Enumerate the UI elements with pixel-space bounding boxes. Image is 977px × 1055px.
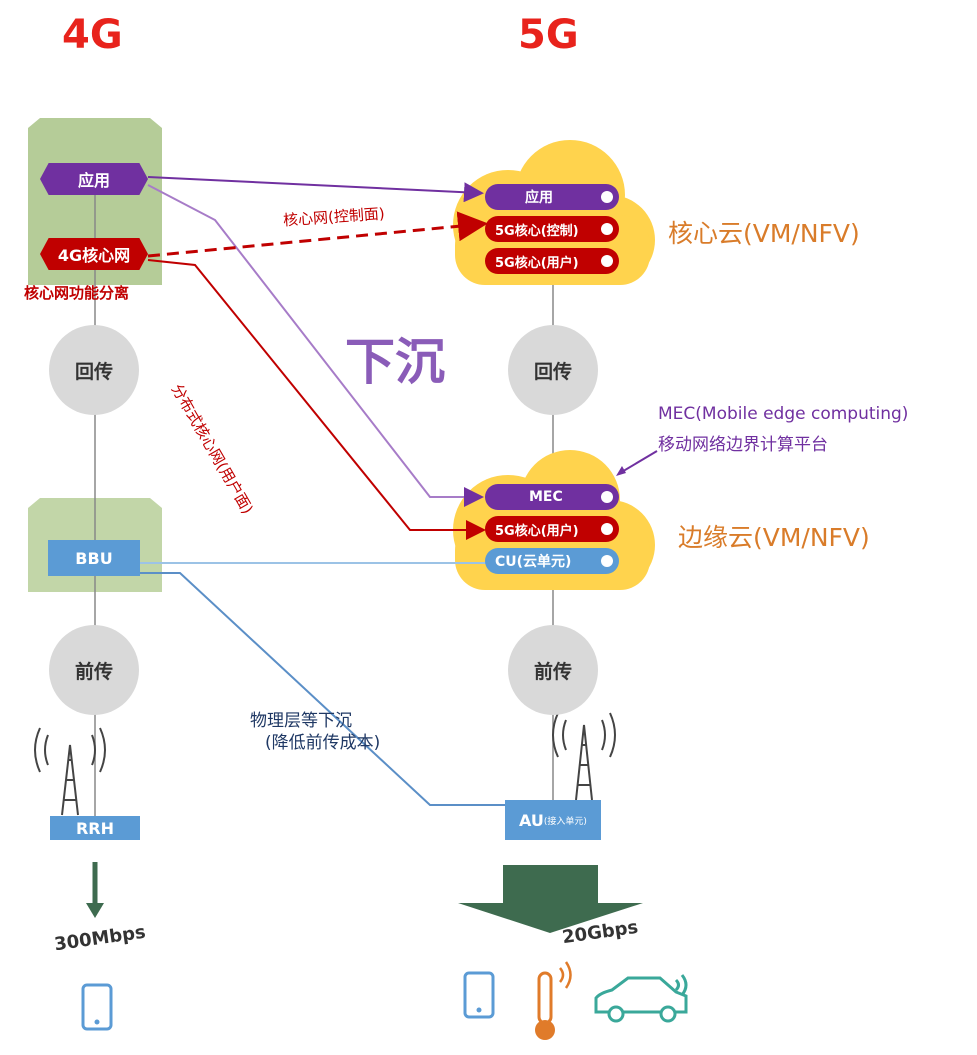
cu-dot xyxy=(601,555,613,567)
au-label: AU xyxy=(519,810,544,830)
edge-cloud-user-label: 5G核心(用户) xyxy=(495,523,579,539)
left-backhaul-circle: 回传 xyxy=(49,325,139,415)
right-backhaul-circle: 回传 xyxy=(508,325,598,415)
separation-label: 核心网功能分离 xyxy=(24,284,130,302)
line-bbu-au xyxy=(140,572,520,806)
arrow-dist-core xyxy=(147,259,486,540)
mec-annotation-line2: 移动网络边界计算平台 xyxy=(658,435,828,455)
header-5g: 5G xyxy=(518,12,579,58)
tower-icon-right xyxy=(552,712,616,801)
header-4g: 4G xyxy=(62,12,123,58)
tower-icon-left xyxy=(34,727,106,816)
core-cloud-app-pill: 应用 xyxy=(485,184,619,210)
down-arrow-right xyxy=(458,865,643,933)
arrow-core-ctrl xyxy=(147,211,488,258)
edge-user-dot xyxy=(601,523,613,535)
core-ctrl-dot xyxy=(601,223,613,235)
au-sub-label: (接入单元) xyxy=(543,816,587,827)
sink-annotation: 下沉 xyxy=(345,333,445,391)
core-cloud-user-pill: 5G核心(用户) xyxy=(485,248,619,274)
mec-pointer-arrow xyxy=(616,450,658,476)
bbu-box: BBU xyxy=(48,540,140,576)
left-core-pill: 4G核心网 xyxy=(40,238,148,270)
edge-cloud-mec-label: MEC xyxy=(529,489,563,505)
down-arrow-left xyxy=(86,862,104,918)
edge-cloud-cu-label: CU(云单元) xyxy=(495,554,572,570)
phone-icon-left xyxy=(81,983,113,1031)
core-cloud-ctrl-pill: 5G核心(控制) xyxy=(485,216,619,242)
core-cloud-user-label: 5G核心(用户) xyxy=(495,255,579,271)
edge-cloud-cu-pill: CU(云单元) xyxy=(485,548,619,574)
right-fronthaul-circle: 前传 xyxy=(508,625,598,715)
edge-cloud-mec-pill: MEC xyxy=(485,484,619,510)
left-fronthaul-circle: 前传 xyxy=(49,625,139,715)
core-cloud-ctrl-label: 5G核心(控制) xyxy=(495,223,579,239)
edge-cloud-user-pill: 5G核心(用户) xyxy=(485,516,619,542)
phy-annotation-line2: (降低前传成本) xyxy=(265,733,381,753)
edge-cloud-label: 边缘云(VM/NFV) xyxy=(678,523,870,552)
au-box: AU(接入单元) xyxy=(505,800,601,840)
left-app-pill: 应用 xyxy=(40,163,148,195)
rrh-box: RRH xyxy=(50,816,140,840)
core-app-dot xyxy=(601,191,613,203)
thermometer-icon xyxy=(535,961,572,1040)
arrow-app-mec xyxy=(147,184,484,507)
phy-annotation-line1: 物理层等下沉 xyxy=(250,711,352,731)
car-icon xyxy=(594,974,688,1023)
core-cloud-app-label: 应用 xyxy=(525,190,553,206)
core-cloud-label: 核心云(VM/NFV) xyxy=(668,219,860,248)
core-user-dot xyxy=(601,255,613,267)
arrow-app-app xyxy=(147,176,484,203)
mec-annotation-line1: MEC(Mobile edge computing) xyxy=(658,404,909,424)
phone-icon-right xyxy=(463,971,495,1019)
mec-dot xyxy=(601,491,613,503)
